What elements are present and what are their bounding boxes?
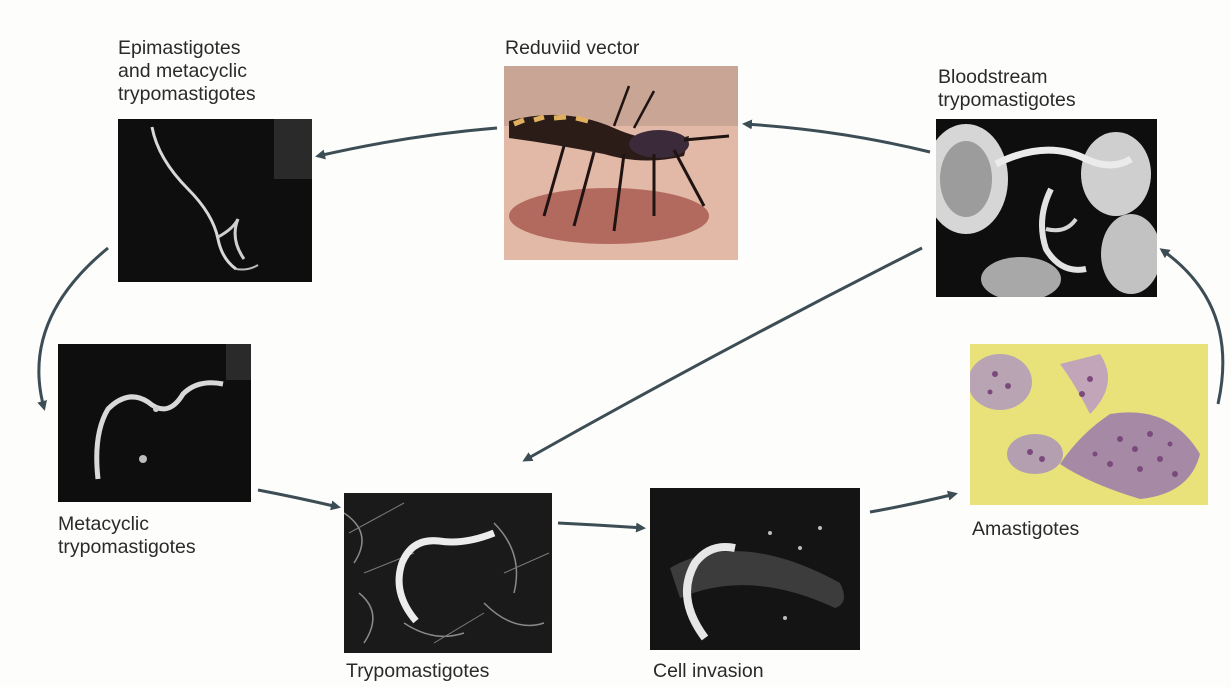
label-line: and metacyclic xyxy=(118,60,256,83)
label-amastigotes: Amastigotes xyxy=(972,518,1079,541)
arrow-bloodstream-to-reduviid xyxy=(745,124,930,152)
label-line: Trypomastigotes xyxy=(346,660,489,683)
arrow-metacyclic-to-trypomastigotes xyxy=(258,490,338,507)
label-bloodstream-trypomastigotes: Bloodstreamtrypomastigotes xyxy=(938,66,1076,112)
label-line: Reduviid vector xyxy=(505,37,639,60)
arrow-cell-invasion-to-amastigotes xyxy=(870,494,955,512)
label-reduviid-vector: Reduviid vector xyxy=(505,37,639,60)
label-line: trypomastigotes xyxy=(58,536,196,559)
label-line: Metacyclic xyxy=(58,513,196,536)
amastigotes-stained-micrograph xyxy=(970,344,1208,505)
label-trypomastigotes: Trypomastigotes xyxy=(346,660,489,683)
epimastigotes-micrograph xyxy=(118,119,312,282)
label-line: Bloodstream xyxy=(938,66,1076,89)
arrow-bloodstream-to-trypomastigotes xyxy=(525,248,922,460)
label-epimastigotes: Epimastigotesand metacyclictrypomastigot… xyxy=(118,37,256,106)
reduviid-vector-photo xyxy=(504,66,738,260)
label-metacyclic-trypomastigotes: Metacyclictrypomastigotes xyxy=(58,513,196,559)
trypomastigotes-micrograph xyxy=(344,493,552,653)
arrow-reduviid-to-epimastigotes xyxy=(318,128,497,156)
metacyclic-trypomastigotes-micrograph xyxy=(58,344,251,502)
bloodstream-trypomastigotes-micrograph xyxy=(936,119,1157,297)
label-line: Amastigotes xyxy=(972,518,1079,541)
arrow-trypomastigotes-to-cell-invasion xyxy=(558,523,643,528)
label-line: trypomastigotes xyxy=(118,83,256,106)
label-cell-invasion: Cell invasion xyxy=(653,660,764,683)
label-line: Cell invasion xyxy=(653,660,764,683)
label-line: trypomastigotes xyxy=(938,89,1076,112)
cell-invasion-micrograph xyxy=(650,488,860,650)
label-line: Epimastigotes xyxy=(118,37,256,60)
